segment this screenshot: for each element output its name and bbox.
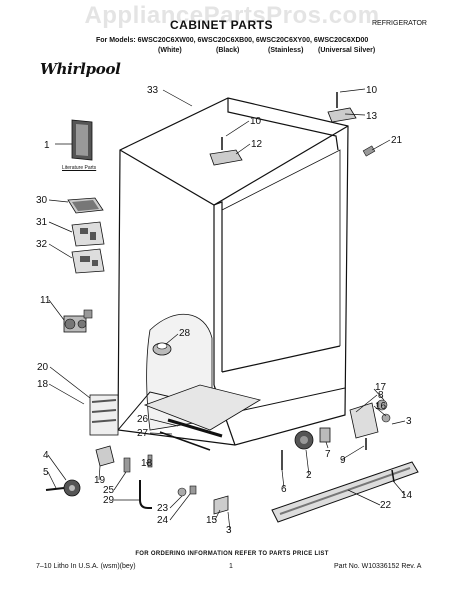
- callout-11: 11: [40, 295, 51, 306]
- document-type: REFRIGERATOR: [372, 20, 427, 27]
- callout-3-bottom: 3: [226, 525, 232, 536]
- callout-17: 17: [375, 382, 387, 393]
- callout-22: 22: [380, 500, 392, 511]
- control-board-31-icon: [71, 221, 105, 247]
- toe-grille-area: [143, 384, 262, 451]
- callout-2: 2: [306, 470, 312, 481]
- whirlpool-logo: Whirlpool: [40, 60, 121, 78]
- part-number: Part No. W10336152 Rev. A: [334, 563, 422, 570]
- callout-18-lower: 18: [141, 458, 153, 469]
- callout-18-left: 18: [37, 379, 49, 390]
- callout-1: 1: [44, 140, 50, 151]
- leveling-leg-icon: [45, 394, 229, 515]
- callout-labels: 33 10 13 10 12 21 1 30 31 32 11 28 20 18…: [36, 85, 413, 536]
- callout-7: 7: [325, 449, 331, 460]
- roller-assembly-icon: [281, 399, 391, 470]
- callout-28: 28: [179, 328, 191, 339]
- callout-19: 19: [94, 475, 106, 486]
- litho-line: 7–10 Litho In U.S.A. (wsm)(bey): [36, 563, 136, 570]
- callout-24: 24: [157, 515, 169, 526]
- water-valve-11-icon: [63, 309, 93, 333]
- callout-15: 15: [206, 515, 218, 526]
- callout-10-top: 10: [366, 85, 378, 96]
- callout-21: 21: [391, 135, 403, 146]
- callout-29: 29: [103, 495, 115, 506]
- grommet-28-icon: [152, 342, 172, 356]
- callout-26: 26: [137, 414, 149, 425]
- callout-32: 32: [36, 239, 48, 250]
- callout-25: 25: [103, 485, 115, 496]
- callout-8: 8: [378, 390, 384, 401]
- literature-parts-label: Literature Parts: [62, 165, 97, 171]
- callout-5: 5: [43, 467, 49, 478]
- control-board-30-icon: [67, 197, 104, 214]
- callout-12: 12: [251, 139, 263, 150]
- callout-10-mid: 10: [250, 116, 262, 127]
- callout-16: 16: [375, 401, 387, 412]
- callout-14: 14: [401, 490, 413, 501]
- hinge-parts-icon: [209, 92, 376, 166]
- callout-31: 31: [36, 217, 48, 228]
- callout-33: 33: [147, 85, 159, 96]
- page-title: CABINET PARTS: [170, 18, 273, 32]
- callout-3-right: 3: [406, 416, 412, 427]
- callout-30: 30: [36, 195, 48, 206]
- callout-13: 13: [366, 111, 378, 122]
- callout-23: 23: [157, 503, 169, 514]
- leader-lines: [47, 88, 406, 531]
- callout-6: 6: [281, 484, 287, 495]
- ordering-note: FOR ORDERING INFORMATION REFER TO PARTS …: [135, 551, 329, 557]
- control-board-32-icon: [71, 248, 105, 274]
- literature-parts-icon: [71, 119, 93, 161]
- variant-universal-silver: (Universal Silver): [318, 47, 376, 54]
- callout-9: 9: [340, 455, 346, 466]
- variant-white: (White): [158, 47, 182, 54]
- callout-27: 27: [137, 428, 149, 439]
- callout-4: 4: [43, 450, 49, 461]
- models-line: For Models: 6WSC20C6XW00, 6WSC20C6XB00, …: [96, 37, 369, 44]
- page-number: 1: [229, 563, 233, 570]
- toe-grille-22-icon: [271, 461, 419, 523]
- watermark: AppliancePartsPros.com: [84, 2, 380, 29]
- variant-black: (Black): [216, 47, 240, 54]
- variant-stainless: (Stainless): [268, 47, 304, 54]
- callout-20: 20: [37, 362, 49, 373]
